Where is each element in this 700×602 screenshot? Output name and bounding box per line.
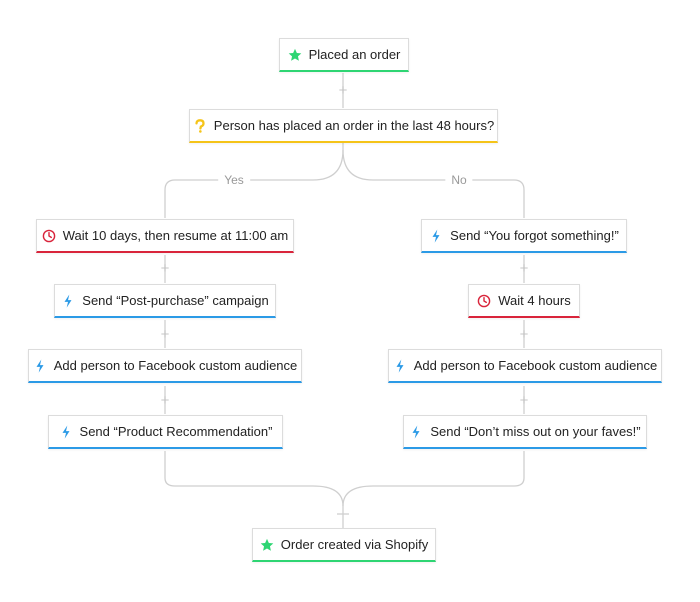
trigger-label: Placed an order: [308, 47, 401, 62]
trigger-node[interactable]: Placed an order: [279, 38, 409, 72]
no-send-forgot-step[interactable]: Send “You forgot something!”: [421, 219, 627, 253]
no-step-label: Send “Don’t miss out on your faves!”: [430, 424, 641, 439]
no-dont-miss-step[interactable]: Send “Don’t miss out on your faves!”: [403, 415, 647, 449]
yes-product-recommendation-step[interactable]: Send “Product Recommendation”: [48, 415, 283, 449]
add-step-button[interactable]: +: [519, 260, 529, 277]
no-branch-label: No: [445, 173, 473, 187]
condition-node[interactable]: Person has placed an order in the last 4…: [189, 109, 498, 143]
lightning-icon: [409, 424, 423, 439]
lightning-icon: [59, 424, 73, 439]
no-wait-step[interactable]: Wait 4 hours: [468, 284, 580, 318]
no-step-label: Add person to Facebook custom audience: [413, 358, 658, 373]
add-step-button[interactable]: +: [160, 326, 170, 343]
clock-icon: [42, 229, 56, 243]
yes-split-line: [164, 143, 344, 218]
add-step-button[interactable]: +: [160, 392, 170, 409]
no-step-label: Wait 4 hours: [498, 293, 571, 308]
star-icon: [288, 48, 302, 62]
yes-branch-label: Yes: [218, 173, 250, 187]
lightning-icon: [33, 358, 47, 373]
no-step-label: Send “You forgot something!”: [450, 228, 619, 243]
yes-step-label: Add person to Facebook custom audience: [53, 358, 298, 373]
question-icon: [193, 118, 207, 133]
yes-step-label: Send “Product Recommendation”: [79, 424, 273, 439]
no-split-line: [342, 149, 525, 218]
no-merge-line: [342, 451, 525, 507]
lightning-icon: [429, 228, 443, 243]
condition-label: Person has placed an order in the last 4…: [213, 118, 495, 133]
end-node[interactable]: Order created via Shopify: [252, 528, 436, 562]
add-step-button[interactable]: +: [338, 82, 348, 99]
lightning-icon: [393, 358, 407, 373]
yes-wait-step[interactable]: Wait 10 days, then resume at 11:00 am: [36, 219, 294, 253]
add-step-button[interactable]: +: [519, 392, 529, 409]
lightning-icon: [61, 293, 75, 308]
end-label: Order created via Shopify: [280, 537, 429, 552]
yes-facebook-audience-step[interactable]: Add person to Facebook custom audience: [28, 349, 302, 383]
add-step-button[interactable]: +: [160, 260, 170, 277]
clock-icon: [477, 294, 491, 308]
yes-merge-line: [164, 451, 344, 528]
no-facebook-audience-step[interactable]: Add person to Facebook custom audience: [388, 349, 662, 383]
yes-step-label: Wait 10 days, then resume at 11:00 am: [62, 228, 289, 243]
yes-step-label: Send “Post-purchase” campaign: [82, 293, 269, 308]
yes-send-campaign-step[interactable]: Send “Post-purchase” campaign: [54, 284, 276, 318]
add-step-button[interactable]: +: [519, 326, 529, 343]
star-icon: [260, 538, 274, 552]
